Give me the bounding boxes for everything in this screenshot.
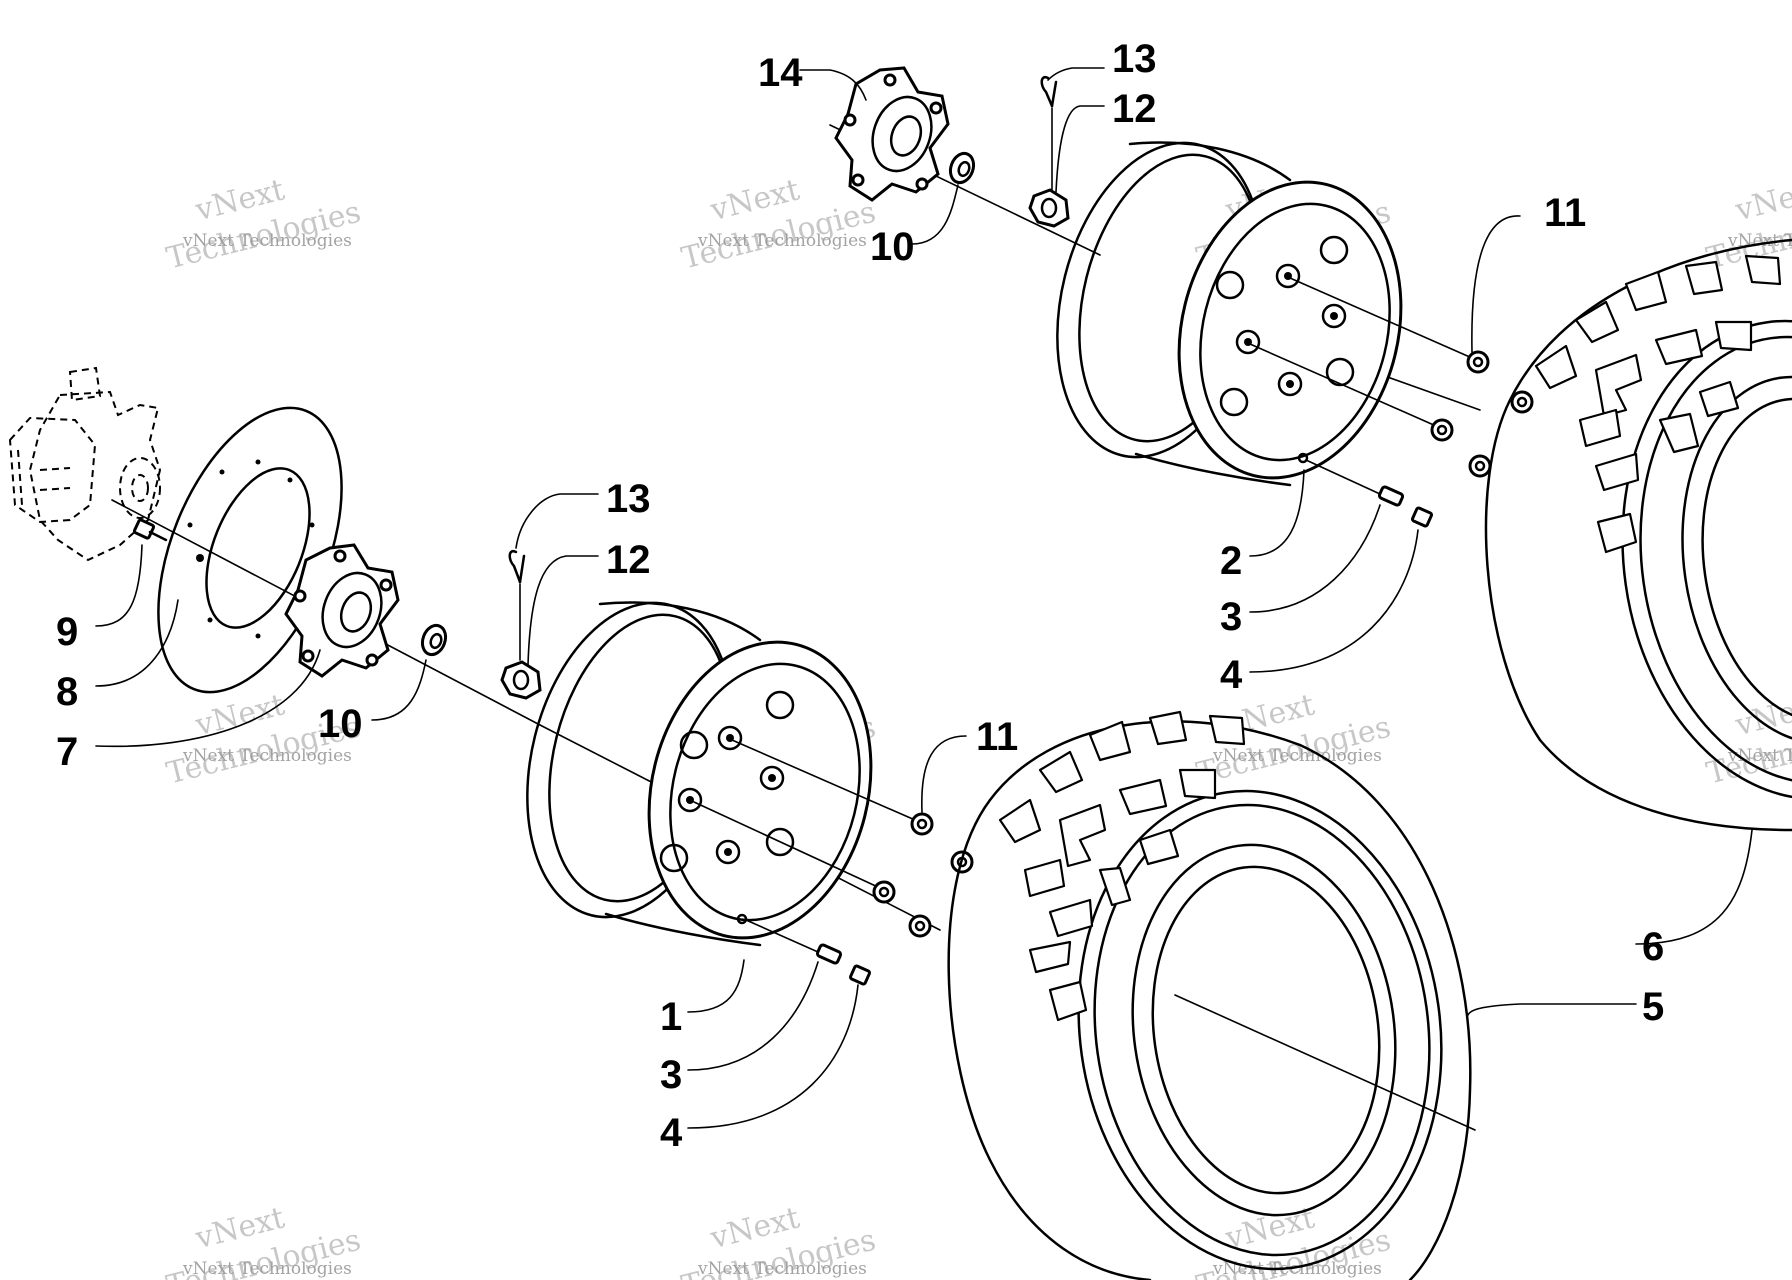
callout-3-upper: 3 [1220,595,1242,639]
callout-6: 6 [1642,925,1664,969]
part-7-wheel-hub [284,543,400,678]
callout-1: 1 [660,995,682,1039]
part-1-wheel-rim [526,601,873,947]
watermark-small: vNext Technologies [182,1259,352,1279]
part-4-valve-cap [1410,506,1434,528]
part-2-wheel-rim [1056,141,1403,487]
leader-lines [95,67,1753,1129]
callout-7: 7 [56,730,78,774]
callout-11-upper: 11 [1544,191,1586,235]
part-4-valve-cap [848,964,872,986]
watermark: vNext Technologies [163,172,364,276]
callout-9: 9 [56,610,78,654]
part-12-castle-nut [500,660,542,700]
part-13-cotter-pin [1040,75,1058,191]
callout-12-left: 12 [606,538,651,582]
part-6-tire [1484,238,1792,832]
part-9-stud [132,518,168,542]
part-12-castle-nut [1028,188,1070,228]
callout-4-left: 4 [660,1111,683,1155]
callout-2: 2 [1220,539,1242,583]
watermark-small: vNext Technologies [1212,746,1382,766]
part-10-spacer [948,151,976,185]
watermark-small: vNext Technologies [697,231,867,251]
part-3-valve-stem [745,919,843,965]
part-13-cotter-pin [508,549,526,661]
svg-text:vNext: vNext [1731,172,1792,228]
callout-12-upper: 12 [1112,87,1157,131]
part-10-spacer [420,623,448,657]
watermark-small: vNext Technologies [182,231,352,251]
callout-5: 5 [1642,985,1664,1029]
watermark-small: vNext Technologies [1212,1259,1382,1279]
callout-14: 14 [758,51,803,95]
watermark: vNext Technologies [678,172,879,276]
callout-8: 8 [56,670,78,714]
watermark-small: vNext Technologies [697,1259,867,1279]
part-14-wheel-hub [834,66,950,202]
callout-13-left: 13 [606,477,651,521]
part-5-tire [947,710,1472,1280]
callout-4-upper: 4 [1220,653,1243,697]
steering-knuckle [8,366,162,562]
watermark-small: vNext Technologies [182,746,352,766]
callout-10-left: 10 [318,702,363,746]
part-11-lug-nuts [1249,277,1534,478]
callout-11-left: 11 [976,715,1018,759]
part-11-lug-nuts [693,739,974,938]
callout-3-left: 3 [660,1053,682,1097]
callout-10-upper: 10 [870,225,915,269]
part-3-valve-stem [1305,459,1405,507]
callout-13-upper: 13 [1112,37,1157,81]
watermark-small: vNext Technologies [1727,746,1792,766]
